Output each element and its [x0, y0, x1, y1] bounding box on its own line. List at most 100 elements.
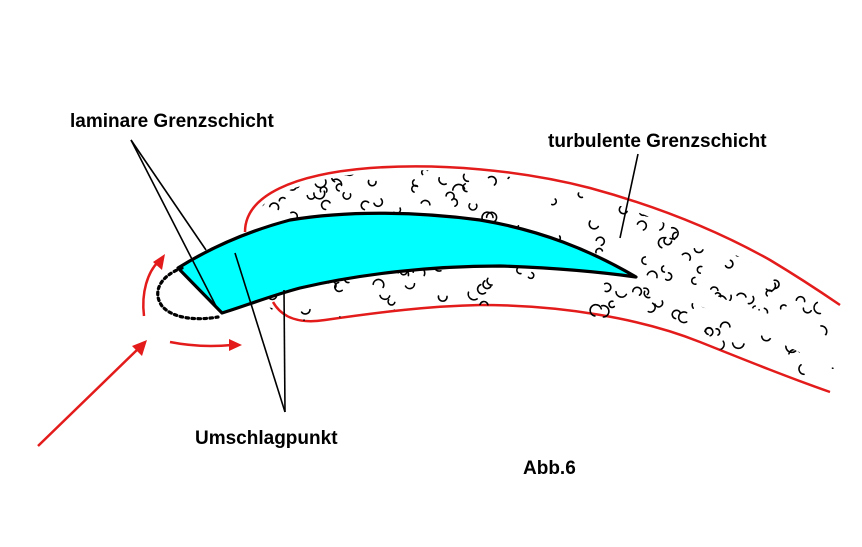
turbulence-swirl [491, 308, 498, 315]
turbulence-swirl [339, 339, 349, 346]
turbulence-swirl [337, 358, 344, 364]
turbulence-swirl [635, 327, 640, 334]
turbulence-swirl [520, 371, 531, 377]
turbulence-swirl [815, 157, 823, 161]
turbulence-swirl [823, 272, 830, 279]
turbulence-swirl [830, 233, 841, 245]
turbulence-swirl [679, 312, 687, 323]
turbulence-swirl [677, 357, 687, 361]
turbulence-swirl [762, 308, 767, 316]
turbulence-swirl [386, 280, 393, 284]
turbulence-swirl [742, 370, 751, 378]
turbulence-swirl [410, 391, 417, 397]
turbulence-swirl [726, 260, 733, 268]
turbulence-swirl [649, 176, 659, 186]
turbulence-swirl [663, 298, 670, 306]
turbulence-swirl [640, 175, 644, 185]
turbulence-swirl [623, 259, 629, 266]
turbulence-swirl [549, 369, 556, 375]
turbulence-swirl [538, 275, 545, 280]
turbulence-swirl [259, 356, 267, 365]
turbulence-swirl [610, 381, 616, 388]
turbulence-swirl [624, 330, 630, 337]
turbulence-swirl [265, 308, 272, 317]
turbulence-swirl [697, 389, 701, 398]
turbulence-swirl [802, 250, 806, 259]
turbulence-swirl [803, 308, 811, 313]
turbulence-swirl [367, 363, 374, 369]
turbulence-swirl [711, 158, 722, 166]
turbulence-swirl [257, 160, 269, 166]
turbulence-swirl [716, 329, 720, 335]
turbulence-swirl [786, 322, 791, 332]
laminar-leader-2 [131, 140, 206, 250]
turbulence-swirl [471, 282, 481, 292]
turbulence-swirl [826, 310, 833, 321]
turbulence-swirl [421, 200, 430, 204]
turbulence-swirl [805, 344, 811, 347]
turbulence-swirl [535, 161, 541, 170]
turbulence-swirl [781, 272, 787, 281]
turbulence-swirl [527, 159, 533, 166]
turbulence-swirl [528, 273, 533, 279]
turbulence-swirl [692, 277, 696, 284]
turbulence-swirl [754, 295, 760, 301]
transition-leader-2 [284, 290, 285, 412]
turbulence-swirl [724, 300, 733, 309]
turbulence-swirl [493, 367, 503, 372]
turbulence-swirl [270, 203, 279, 209]
turbulence-swirl [439, 178, 446, 185]
turbulence-swirl [682, 294, 688, 301]
turbulence-swirl [741, 285, 750, 293]
turbulence-swirl [563, 385, 569, 389]
turbulence-swirl [454, 199, 457, 206]
turbulence-swirl [461, 362, 469, 373]
turbulence-swirl [559, 364, 569, 372]
turbulence-swirl [753, 306, 760, 313]
turbulence-swirl [368, 181, 376, 186]
turbulence-swirl [323, 334, 334, 343]
turbulence-swirl [709, 340, 716, 344]
turbulence-swirl [300, 160, 306, 167]
turbulence-swirl [237, 215, 245, 222]
turbulence-swirl [490, 271, 496, 276]
turbulence-swirl [589, 221, 598, 229]
turbulence-swirl [596, 248, 603, 252]
turbulence-swirl [309, 162, 320, 169]
turbulence-swirl [802, 177, 810, 181]
turbulence-swirl [320, 300, 328, 304]
turbulence-swirl [537, 363, 545, 368]
turbulence-swirl [428, 326, 431, 333]
turbulence-swirl [454, 383, 460, 389]
turbulence-swirl [336, 184, 341, 191]
turbulence-swirl [399, 334, 405, 342]
turbulence-swirl [692, 300, 702, 308]
turbulence-swirl [809, 216, 818, 220]
turbulence-swirl [294, 298, 306, 307]
turbulence-swirl [370, 299, 377, 309]
turbulence-swirl [245, 180, 253, 187]
turbulence-swirl [391, 275, 398, 278]
turbulence-swirl [474, 310, 479, 316]
turbulence-swirl [315, 177, 326, 188]
turbulence-swirl [831, 206, 834, 212]
turbulence-swirl [353, 329, 360, 332]
turbulence-swirl [694, 249, 703, 253]
turbulence-swirl [505, 386, 517, 398]
turbulence-swirl [334, 158, 343, 165]
turbulence-swirl [512, 161, 523, 170]
turbulence-swirl [529, 317, 534, 323]
turbulence-swirl [802, 285, 810, 296]
turbulence-swirl [574, 318, 578, 324]
turbulence-swirl [756, 240, 764, 244]
turbulence-swirl [789, 188, 796, 191]
turbulence-swirl [630, 159, 634, 164]
turbulence-swirl [373, 280, 384, 288]
turbulence-swirl [270, 330, 279, 337]
turbulence-swirl [564, 321, 571, 325]
turbulence-swirl [796, 297, 804, 302]
turbulence-swirl [380, 296, 390, 300]
turbulence-swirl [395, 346, 401, 352]
turbulence-swirl [478, 285, 486, 294]
turbulence-swirl [825, 158, 830, 165]
